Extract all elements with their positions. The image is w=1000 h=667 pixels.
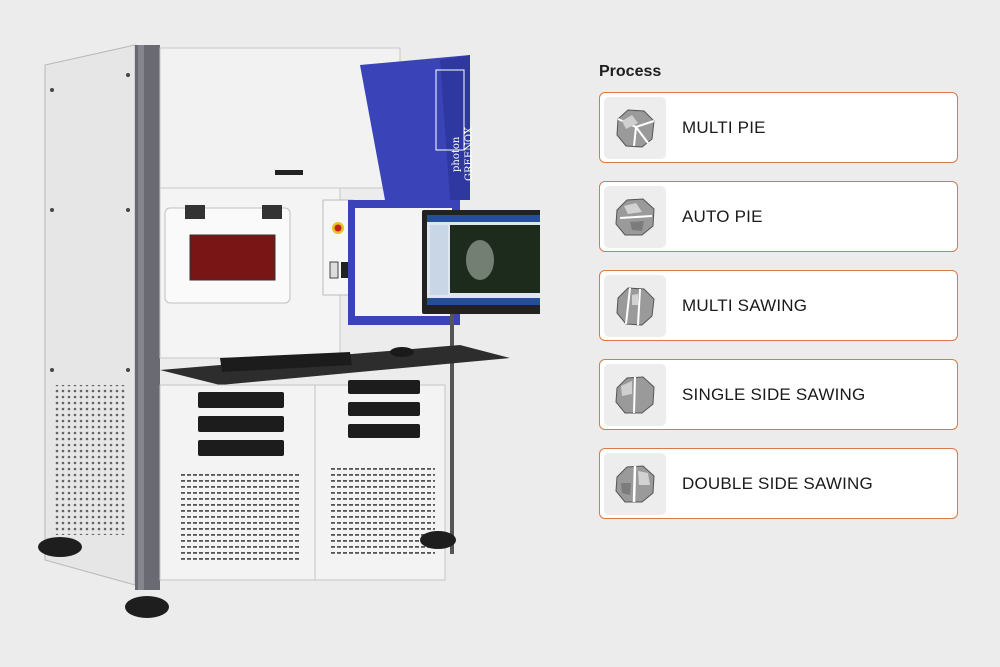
- process-panel: Process MULTI PIE AUTO PIE: [599, 60, 959, 537]
- brand-logo: photon GREENOX: [451, 127, 475, 182]
- process-item-double-side-sawing[interactable]: DOUBLE SIDE SAWING: [599, 448, 958, 519]
- process-label: AUTO PIE: [682, 206, 763, 226]
- auto-pie-diamond-icon: [604, 185, 666, 248]
- machine-image: photon GREENOX: [30, 40, 549, 630]
- double-side-sawing-diamond-icon: [604, 452, 666, 515]
- process-label: DOUBLE SIDE SAWING: [682, 473, 873, 493]
- laser-machine-illustration: [38, 44, 549, 618]
- process-item-single-side-sawing[interactable]: SINGLE SIDE SAWING: [599, 359, 958, 430]
- multi-pie-diamond-icon: [604, 96, 666, 159]
- multi-sawing-diamond-icon: [604, 274, 666, 337]
- process-label: MULTI PIE: [682, 117, 766, 137]
- single-side-sawing-diamond-icon: [604, 363, 666, 426]
- process-label: MULTI SAWING: [682, 295, 808, 315]
- process-heading: Process: [599, 63, 662, 80]
- process-item-multi-pie[interactable]: MULTI PIE: [599, 92, 958, 163]
- process-item-multi-sawing[interactable]: MULTI SAWING: [599, 270, 958, 341]
- process-label: SINGLE SIDE SAWING: [682, 384, 866, 404]
- process-item-auto-pie[interactable]: AUTO PIE: [599, 181, 958, 252]
